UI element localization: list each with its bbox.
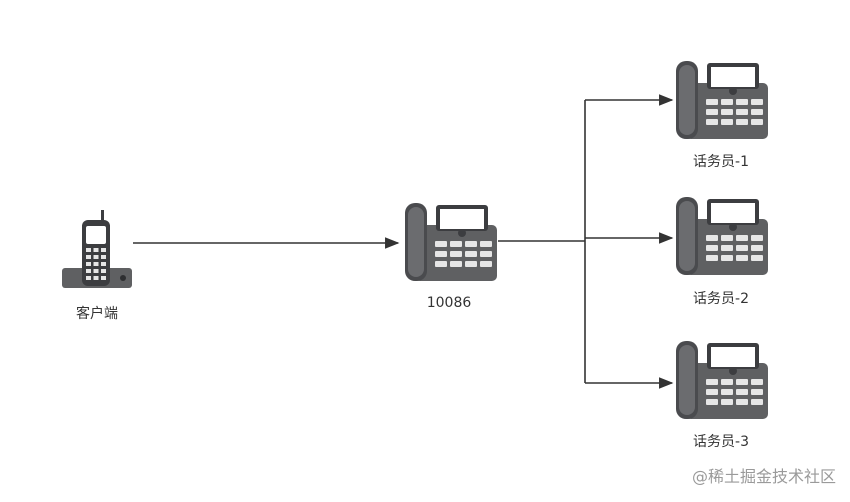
operator-2-label: 话务员-2 — [693, 291, 749, 307]
cordless-phone-icon — [62, 210, 132, 288]
operator-1-label: 话务员-1 — [693, 154, 749, 170]
watermark: @稀土掘金技术社区 — [691, 467, 836, 486]
desk-phone-icon — [676, 197, 768, 275]
desk-phone-icon — [676, 341, 768, 419]
switchboard-label: 10086 — [426, 295, 472, 311]
client-label: 客户端 — [76, 306, 118, 322]
desk-phone-icon — [676, 61, 768, 139]
operator-3-label: 话务员-3 — [693, 434, 749, 450]
desk-phone-icon — [405, 203, 497, 281]
